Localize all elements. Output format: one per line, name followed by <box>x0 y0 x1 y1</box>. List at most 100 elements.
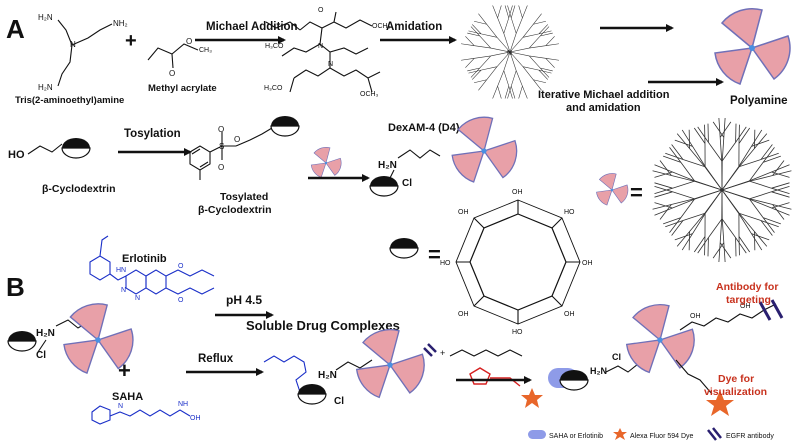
svg-text:O: O <box>218 163 224 172</box>
cd-linker-bond <box>27 143 63 155</box>
svg-text:HO: HO <box>564 209 575 216</box>
polyamine-label: Polyamine <box>730 95 788 107</box>
saha-label: SAHA <box>112 391 143 403</box>
complex-cup-icon <box>297 383 327 405</box>
svg-text:OH: OH <box>564 311 575 318</box>
tosylation-label: Tosylation <box>124 128 181 140</box>
polyamine-rotor-icon <box>714 7 791 85</box>
svg-text:H₂N: H₂N <box>36 328 55 339</box>
svg-text:H₂N: H₂N <box>378 160 397 171</box>
dye-label-line2: visualization <box>704 386 767 398</box>
tosylated-label-line2: β-Cyclodextrin <box>198 204 272 216</box>
svg-text:HO: HO <box>440 260 451 267</box>
equals-sign-rotor: = <box>630 180 643 205</box>
loaded-complex-structure: H₂N Cl <box>263 355 373 407</box>
svg-text:+: + <box>440 348 445 358</box>
svg-text:CH₃: CH₃ <box>199 47 212 54</box>
antibody-icon-reagent <box>423 343 437 357</box>
iterative-label-line2: and amidation <box>566 102 641 114</box>
svg-text:Cl: Cl <box>612 352 621 362</box>
erlotinib-label: Erlotinib <box>122 253 167 265</box>
targeted-complex: H₂N Cl OH OH <box>548 299 784 416</box>
polyamine-dendrimer-structure <box>652 117 792 263</box>
legend-drug-icon <box>528 430 546 439</box>
svg-text:NH₂: NH₂ <box>113 19 128 28</box>
svg-text:OH: OH <box>458 311 469 318</box>
svg-text:H₃CO: H₃CO <box>264 85 283 92</box>
panel-b-label: B <box>6 272 25 302</box>
saha-structure: N NH OH <box>91 401 201 425</box>
svg-text:N: N <box>135 295 140 302</box>
svg-text:O: O <box>178 297 184 304</box>
svg-text:OCH₃: OCH₃ <box>372 23 391 30</box>
dye-star-icon-attached <box>706 390 734 416</box>
equals-sign-cup: = <box>428 242 441 267</box>
legend-antibody-label: EGFR antibody <box>726 433 774 440</box>
cyclodextrin-ring-structure: OH HO OH OH HO OH HO OH <box>440 189 593 336</box>
tosylated-cd-cup-icon <box>270 115 300 137</box>
svg-text:O: O <box>218 125 224 134</box>
svg-text:N: N <box>121 287 126 294</box>
plus-sign-b: + <box>118 358 131 383</box>
svg-text:H₂N: H₂N <box>38 13 53 22</box>
svg-text:HN: HN <box>116 267 126 274</box>
legend: SAHA or Erlotinib Alexa Fluor 594 Dye EG… <box>528 427 774 441</box>
dye-label-line1: Dye for <box>718 373 754 385</box>
ester-intermediate-structure: O OCH₃ H₃CO H₃CO OCH₃ N N <box>264 7 391 98</box>
legend-dye-icon <box>613 428 627 440</box>
svg-text:OH: OH <box>582 260 593 267</box>
cyclodextrin-label: β-Cyclodextrin <box>42 183 116 195</box>
rotor-equals-icon <box>596 173 629 206</box>
tris-aminoethyl-amine-structure: H₂N N NH₂ H₂N <box>38 13 128 92</box>
svg-text:OH: OH <box>512 189 523 196</box>
conjugation-reagents: + <box>423 343 543 408</box>
svg-text:H₂N: H₂N <box>38 83 53 92</box>
svg-text:H₂N: H₂N <box>318 370 337 381</box>
plus-sign-a: + <box>125 30 137 52</box>
svg-text:N: N <box>318 43 323 50</box>
cup-equals-icon <box>389 237 419 259</box>
dye-star-icon-reagent <box>521 388 543 408</box>
tosylated-cd-structure: O O S O <box>189 125 273 180</box>
svg-text:NH: NH <box>178 401 188 408</box>
dexam-cup-icon-b <box>7 330 37 352</box>
iterative-label-line1: Iterative Michael addition <box>538 89 670 101</box>
svg-text:H₃CO: H₃CO <box>265 43 284 50</box>
dexam-cup-icon <box>369 175 399 197</box>
svg-text:N: N <box>507 50 512 57</box>
methyl-acrylate-structure: O CH₃ O <box>147 37 212 78</box>
svg-text:N: N <box>118 403 123 410</box>
dexam-rotor-icon <box>451 116 518 183</box>
antibody-label-line2: targeting <box>726 294 771 306</box>
legend-drug-label: SAHA or Erlotinib <box>549 433 603 440</box>
michael-addition-label: Michael Addition <box>206 21 298 33</box>
svg-text:Cl: Cl <box>36 350 46 361</box>
ho-label: HO <box>8 149 25 161</box>
targeted-cup-icon <box>559 369 589 391</box>
svg-text:O: O <box>178 263 184 270</box>
targeted-rotor-icon <box>626 303 695 374</box>
complexes-title: Soluble Drug Complexes <box>246 318 400 333</box>
svg-text:OCH₃: OCH₃ <box>360 91 379 98</box>
svg-text:Cl: Cl <box>402 178 412 189</box>
erlotinib-structure: HN N N O O <box>89 235 215 304</box>
antibody-icon-attached <box>758 299 784 321</box>
svg-text:O: O <box>186 37 192 46</box>
svg-text:N: N <box>70 40 76 49</box>
tris-label: Tris(2-aminoethyl)amine <box>15 95 124 106</box>
svg-text:O: O <box>169 69 175 78</box>
svg-text:OH: OH <box>190 415 201 422</box>
tosylated-label-line1: Tosylated <box>220 191 268 203</box>
methyl-acrylate-label: Methyl acrylate <box>148 83 217 94</box>
svg-text:Cl: Cl <box>334 396 344 407</box>
reflux-label: Reflux <box>198 353 234 365</box>
panel-a-label: A <box>6 14 25 44</box>
svg-text:HO: HO <box>512 329 523 336</box>
amide-dendrimer-structure: N <box>460 5 560 99</box>
svg-text:OH: OH <box>740 303 751 310</box>
antibody-label-line1: Antibody for <box>716 281 778 293</box>
svg-text:O: O <box>234 135 240 144</box>
ph-label: pH 4.5 <box>226 293 262 307</box>
svg-text:OH: OH <box>458 209 469 216</box>
